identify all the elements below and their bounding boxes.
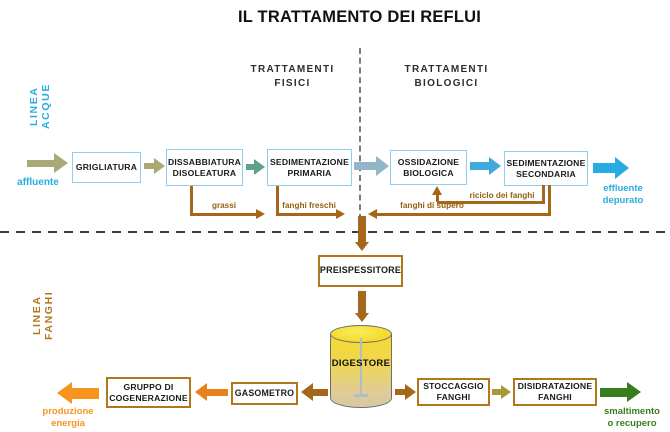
influent-label: affluente	[17, 177, 59, 188]
divider-treatments-dashed	[359, 48, 361, 220]
grassi-label: grassi	[211, 201, 237, 210]
effluent-arrow	[593, 157, 629, 179]
process-box-sedimentazione-primaria: SEDIMENTAZIONE PRIMARIA	[267, 149, 352, 186]
arrow-stoccaggio-disidratazione	[492, 385, 511, 399]
energy-output-label: produzione energia	[42, 406, 94, 430]
riciclo-line-horizontal	[437, 201, 545, 204]
divider-water-sludge-dashed	[0, 231, 670, 233]
section-header-biological: TRATTAMENTI BIOLOGICI	[404, 64, 489, 89]
fanghi-freschi-line-horizontal	[276, 213, 336, 216]
process-box-ossidazione-biologica: OSSIDAZIONE BIOLOGICA	[390, 150, 467, 185]
disposal-output-label: smaltimento o recupero	[604, 406, 660, 430]
effluent-label: effluente depurato	[602, 183, 644, 207]
grassi-arrowhead-icon	[256, 209, 265, 219]
fanghi-freschi-line-vertical	[276, 186, 279, 216]
influent-arrow	[27, 153, 68, 173]
process-box-gruppo-cogenerazione: GRUPPO DI COGENERAZIONE	[106, 377, 191, 408]
process-box-sedimentazione-secondaria: SEDIMENTAZIONE SECONDARIA	[504, 151, 588, 186]
riciclo-line-stub	[436, 194, 439, 202]
arrow-digestore-gasometro	[301, 383, 328, 401]
riciclo-arrowhead-icon	[432, 186, 442, 195]
arrow-dissabbiatura-sedimentazione	[246, 159, 265, 175]
digester-cylinder: DIGESTORE	[330, 325, 392, 409]
section-header-physical: TRATTAMENTI FISICI	[250, 64, 335, 89]
process-box-preispessitore: PREISPESSITORE	[318, 255, 403, 287]
process-box-grigliatura: GRIGLIATURA	[72, 152, 141, 183]
supero-arrowhead-icon	[368, 209, 377, 219]
arrow-digestore-stoccaggio	[395, 384, 416, 400]
arrow-primaria-ossidazione	[354, 156, 389, 176]
arrow-gasometro-cogenerazione	[195, 383, 228, 401]
disposal-output-arrow	[600, 382, 641, 402]
riciclo-line-vertical	[542, 185, 545, 204]
arrow-ossidazione-secondaria	[470, 157, 501, 175]
sludge-line-label: LINEA FANGHI	[31, 290, 55, 340]
water-line-label: LINEA ACQUE	[28, 83, 52, 129]
process-box-disidratazione-fanghi: DISIDRATAZIONE FANGHI	[513, 378, 597, 406]
supero-label: fanghi di supero	[400, 201, 464, 210]
page-title: IL TRATTAMENTO DEI REFLUI	[238, 8, 482, 26]
energy-output-arrow	[57, 382, 99, 404]
process-label-digestore: DIGESTORE	[331, 358, 391, 369]
process-box-stoccaggio-fanghi: STOCCAGGIO FANGHI	[417, 378, 490, 406]
process-box-dissabbiatura-disoleatura: DISSABBIATURA DISOLEATURA	[166, 149, 243, 186]
fanghi-freschi-arrowhead-icon	[336, 209, 345, 219]
riciclo-label: riciclo dei fanghi	[469, 191, 535, 200]
grassi-line-vertical	[190, 186, 193, 216]
supero-line-horizontal	[377, 213, 551, 216]
process-box-gasometro: GASOMETRO	[231, 382, 298, 405]
mixer-paddle-icon	[354, 394, 368, 397]
mixer-shaft-icon	[360, 338, 362, 396]
supero-line-vertical	[548, 185, 551, 216]
arrow-to-preispessitore	[355, 216, 369, 251]
fanghi-freschi-label: fanghi freschi	[282, 201, 336, 210]
grassi-line-horizontal	[190, 213, 256, 216]
arrow-grigliatura-dissabbiatura	[144, 158, 165, 174]
arrow-preispessitore-digestore	[355, 291, 369, 322]
